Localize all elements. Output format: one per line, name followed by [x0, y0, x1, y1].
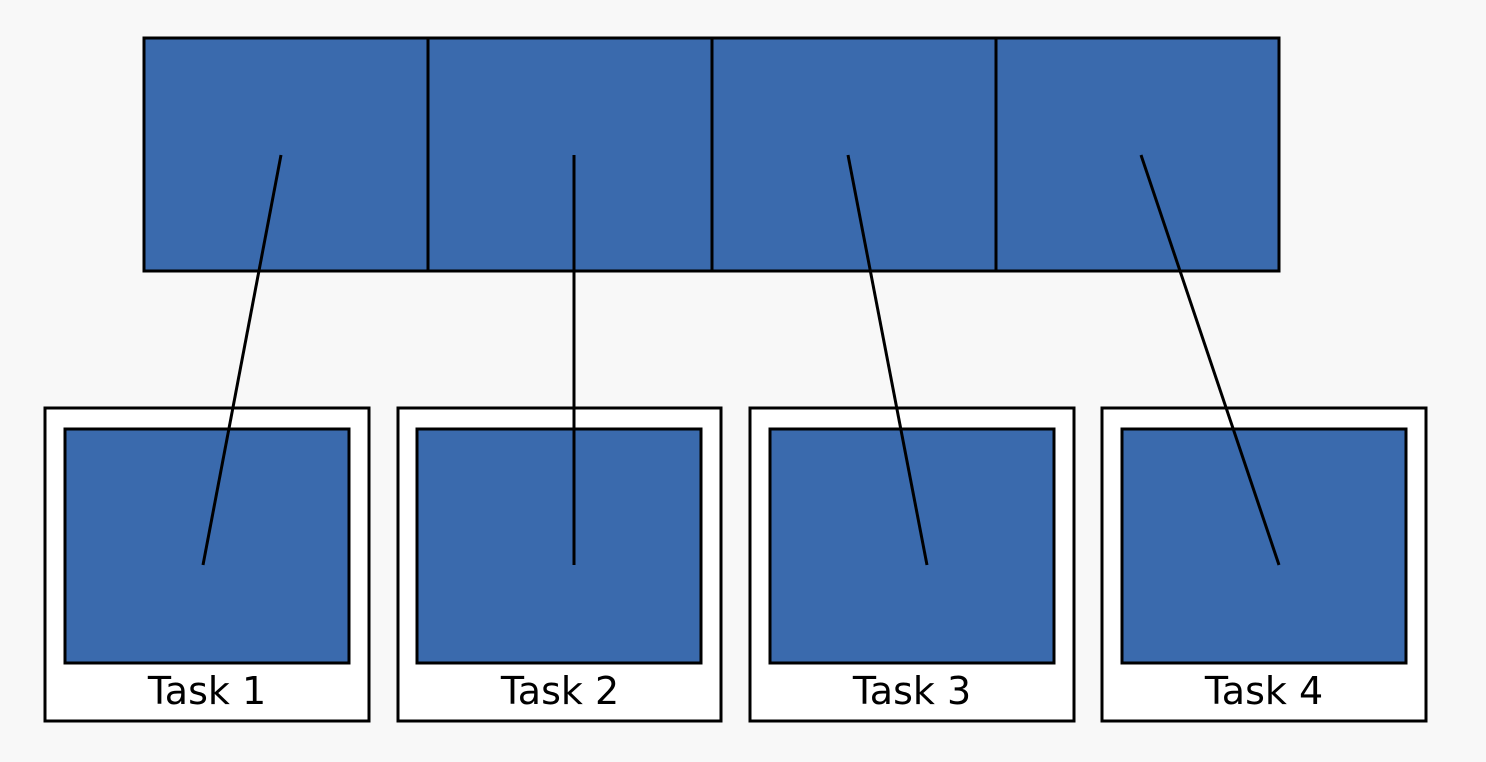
task-3-label: Task 3: [852, 669, 971, 713]
top-segmented-bar: [142, 36, 1281, 273]
connector-segment-4-to-task-4: [1139, 154, 1281, 566]
task-card-block: [768, 427, 1056, 665]
task-card-4: Task 4: [1100, 406, 1428, 723]
task-2-label: Task 2: [500, 669, 619, 713]
segment-1: [142, 36, 430, 273]
task-4-label: Task 4: [1204, 669, 1323, 713]
connector-segment-1-to-task-1: [201, 154, 283, 566]
task-card-block: [415, 427, 703, 665]
segment-3: [710, 36, 998, 273]
connector-segment-3-to-task-3: [846, 154, 929, 566]
task-card-3: Task 3: [748, 406, 1076, 723]
mapping-connectors: [201, 154, 1281, 566]
task-card-2: Task 2: [396, 406, 723, 723]
task-1-label: Task 1: [147, 669, 266, 713]
segment-4: [994, 36, 1281, 273]
task-card-1: Task 1: [43, 406, 371, 723]
segment-2: [426, 36, 714, 273]
task-card-block: [1120, 427, 1408, 665]
